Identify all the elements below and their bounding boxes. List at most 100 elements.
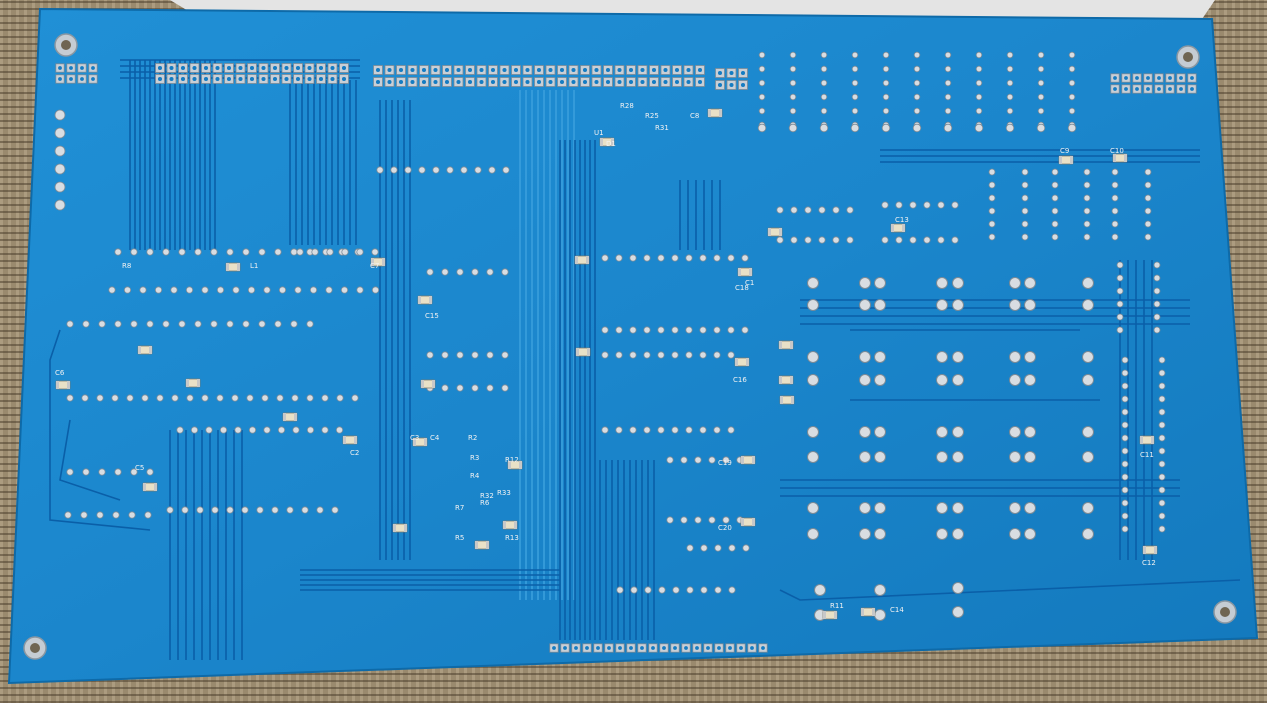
pad: [846, 206, 854, 214]
pad: [1024, 299, 1036, 311]
header-hole: [582, 79, 588, 85]
smd-part-end: [197, 379, 200, 387]
pad: [1121, 356, 1129, 364]
pad: [1068, 65, 1076, 73]
pad: [657, 326, 665, 334]
pad: [1121, 382, 1129, 390]
pad: [418, 166, 426, 174]
silkscreen-label: R12: [505, 456, 519, 464]
pad: [1051, 207, 1059, 215]
smd-part-end: [752, 518, 755, 526]
smd-part-end: [575, 256, 578, 264]
header-hole: [238, 76, 243, 82]
pad: [936, 502, 948, 514]
pad: [232, 286, 240, 294]
header-hole: [617, 67, 622, 73]
pad: [758, 93, 766, 101]
pad: [277, 426, 286, 434]
smd-part-end: [600, 138, 603, 146]
pad: [82, 320, 90, 328]
pad: [807, 426, 819, 438]
header-hole: [502, 67, 507, 73]
smd-part-end: [587, 348, 590, 356]
smd-part-end: [149, 346, 152, 354]
silkscreen-label: C10: [1110, 147, 1124, 155]
pad: [874, 528, 886, 540]
pad: [818, 206, 826, 214]
silkscreen-label: C3: [410, 434, 419, 442]
pad: [713, 351, 721, 359]
pad: [126, 394, 134, 402]
pad: [851, 65, 859, 73]
pad: [1051, 194, 1059, 202]
pad: [1153, 287, 1161, 295]
mounting-hole: [1220, 607, 1230, 617]
pad: [1021, 168, 1029, 176]
header-hole: [330, 65, 335, 71]
pad: [680, 456, 688, 464]
silkscreen-label: C9: [1060, 147, 1069, 155]
solder-pads: [54, 51, 1197, 653]
smd-part-end: [393, 524, 396, 532]
header-hole: [169, 76, 174, 82]
smd-part-end: [834, 611, 837, 619]
pad: [130, 248, 138, 256]
smd-part-end: [576, 348, 579, 356]
pad: [114, 320, 122, 328]
pad: [376, 166, 384, 174]
pad: [874, 299, 886, 311]
pad: [943, 123, 953, 133]
smd-part-end: [823, 611, 826, 619]
pad: [114, 468, 122, 476]
pad: [1082, 374, 1094, 386]
pad: [501, 351, 509, 359]
pad: [686, 586, 694, 594]
pad: [1006, 107, 1014, 115]
pad: [1037, 93, 1045, 101]
header-hole: [1146, 87, 1150, 91]
header-hole: [628, 67, 634, 73]
header-hole: [192, 76, 197, 82]
pad: [432, 166, 440, 174]
pad: [271, 506, 279, 514]
pad: [807, 277, 819, 289]
pad: [321, 394, 329, 402]
header-hole: [69, 77, 73, 81]
pad: [1153, 261, 1161, 269]
header-hole: [673, 646, 677, 650]
silkscreen-label: R8: [122, 262, 131, 270]
pad: [601, 254, 609, 262]
header-hole: [1190, 87, 1194, 91]
smd-part-end: [779, 376, 782, 384]
header-hole: [548, 67, 553, 73]
pad: [807, 351, 819, 363]
header-hole: [618, 646, 622, 650]
pad: [316, 506, 324, 514]
pad: [278, 286, 287, 294]
header-hole: [697, 79, 703, 85]
header-hole: [375, 79, 381, 85]
pad: [205, 426, 213, 434]
pad: [178, 248, 186, 256]
pad: [1121, 525, 1129, 533]
pad: [1068, 107, 1076, 115]
smd-part-end: [486, 541, 489, 549]
pad: [615, 351, 623, 359]
pad: [859, 374, 871, 386]
pad: [1144, 233, 1152, 241]
pad: [832, 206, 840, 214]
header-hole: [192, 65, 197, 71]
header-hole: [490, 67, 496, 73]
smd-part-end: [1154, 546, 1157, 554]
pad: [1158, 421, 1166, 429]
pad: [758, 107, 766, 115]
pad: [657, 426, 665, 434]
header-hole: [467, 67, 473, 73]
pad: [216, 394, 224, 402]
header-hole: [261, 65, 266, 71]
pad: [1121, 395, 1129, 403]
silkscreen-label: L1: [250, 262, 258, 270]
pad: [952, 502, 964, 514]
pad: [1024, 451, 1036, 463]
silkscreen-label: C1: [745, 279, 754, 287]
